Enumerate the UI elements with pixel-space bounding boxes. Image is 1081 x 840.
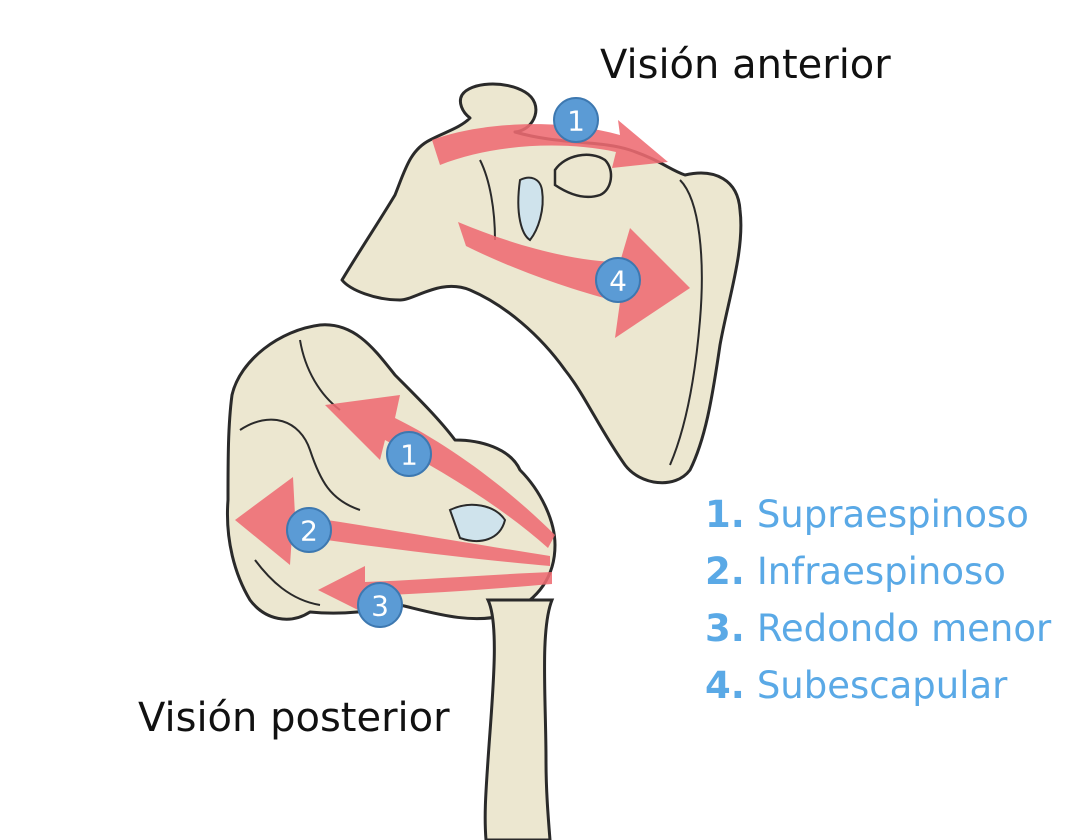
posterior-view-title: Visión posterior [138, 695, 450, 741]
arrow-redondo-menor-posterior [318, 566, 552, 612]
legend-number: 1. [705, 493, 745, 536]
legend-number: 4. [705, 664, 745, 707]
badge-posterior-2: 2 [286, 507, 332, 553]
muscle-legend: 1. Supraespinoso 2. Infraespinoso 3. Redond… [705, 486, 1051, 714]
badge-posterior-1: 1 [386, 431, 432, 477]
arrow-infraespinoso-posterior [235, 477, 550, 566]
legend-number: 2. [705, 550, 745, 593]
legend-item: 2. Infraespinoso [705, 543, 1051, 600]
legend-item: 3. Redondo menor [705, 600, 1051, 657]
svg-text:1: 1 [400, 439, 418, 472]
badge-anterior-4: 4 [595, 257, 641, 303]
badge-posterior-3: 3 [357, 582, 403, 628]
svg-text:3: 3 [371, 590, 389, 623]
badge-anterior-1: 1 [553, 97, 599, 143]
posterior-view: 1 2 3 [225, 323, 557, 840]
legend-label: Infraespinoso [756, 550, 1006, 593]
anterior-view: 1 4 [340, 82, 743, 485]
svg-text:2: 2 [300, 515, 318, 548]
coracoid-anterior [553, 153, 613, 199]
legend-item: 1. Supraespinoso [705, 486, 1051, 543]
svg-text:1: 1 [567, 105, 585, 138]
cartilage-anterior [517, 176, 544, 242]
legend-label: Supraespinoso [756, 493, 1029, 536]
legend-label: Redondo menor [756, 607, 1052, 650]
svg-text:4: 4 [609, 265, 627, 298]
legend-item: 4. Subescapular [705, 657, 1051, 714]
arrow-subescapular-anterior [458, 222, 690, 338]
cartilage-posterior [448, 503, 507, 542]
anterior-view-title: Visión anterior [600, 42, 891, 88]
arrow-supraespinoso-anterior [432, 120, 668, 168]
legend-label: Subescapular [756, 664, 1008, 707]
legend-number: 3. [705, 607, 745, 650]
humerus-shaft [483, 598, 555, 840]
arrow-supraespinoso-posterior [325, 395, 555, 548]
